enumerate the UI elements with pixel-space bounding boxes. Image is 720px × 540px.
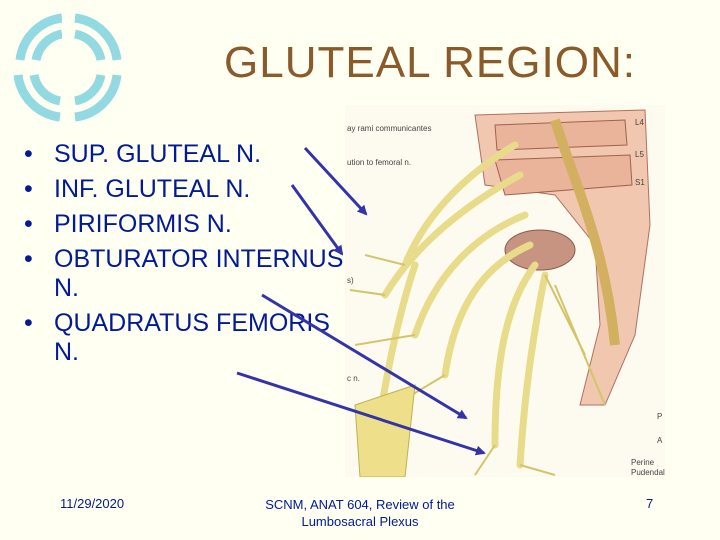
footer-date: 11/29/2020 xyxy=(60,496,125,511)
bullet-list: •SUP. GLUTEAL N. •INF. GLUTEAL N. •PIRIF… xyxy=(24,140,344,373)
label-a: A xyxy=(657,436,663,445)
bullet-dot-icon: • xyxy=(24,309,33,337)
label-l5: L5 xyxy=(635,150,644,159)
bullet-item: •PIRIFORMIS N. xyxy=(24,210,232,238)
label-perine: Perine xyxy=(631,458,655,467)
slide-title: GLUTEAL REGION: xyxy=(224,38,636,87)
label-femoral: ution to femoral n. xyxy=(347,158,411,167)
bullet-dot-icon: • xyxy=(24,245,33,273)
footer-course: SCNM, ANAT 604, Review of the Lumbosacra… xyxy=(240,496,480,530)
lumbosacral-plexus-illustration: ay rami communicantes ution to femoral n… xyxy=(345,105,665,477)
bullet-item: •OBTURATOR INTERNUS N. xyxy=(24,245,344,302)
bullet-item: •QUADRATUS FEMORIS N. xyxy=(24,309,330,366)
bullet-dot-icon: • xyxy=(24,175,33,203)
label-cn: c n. xyxy=(347,374,360,383)
footer-course-line2: Lumbosacral Plexus xyxy=(301,514,419,529)
page-number: 7 xyxy=(646,496,654,511)
label-p: P xyxy=(657,412,662,421)
label-rami: ay rami communicantes xyxy=(347,124,431,133)
label-s: s) xyxy=(347,276,354,285)
label-s1: S1 xyxy=(635,178,645,187)
label-l4: L4 xyxy=(635,118,644,127)
logo xyxy=(0,0,135,135)
bullet-item: •INF. GLUTEAL N. xyxy=(24,175,251,203)
footer-course-line1: SCNM, ANAT 604, Review of the xyxy=(265,497,455,512)
bullet-dot-icon: • xyxy=(24,140,33,168)
bullet-item: •SUP. GLUTEAL N. xyxy=(24,140,262,168)
label-pudendal: Pudendal n xyxy=(631,468,665,477)
bullet-dot-icon: • xyxy=(24,210,33,238)
